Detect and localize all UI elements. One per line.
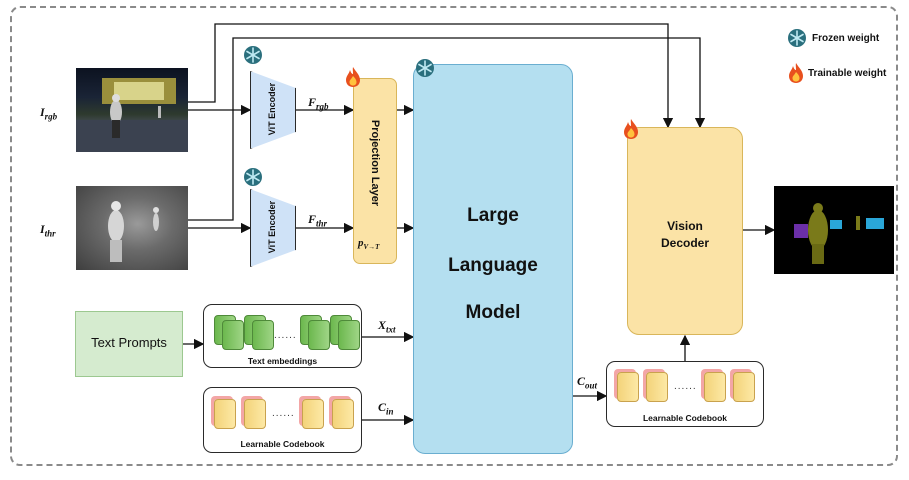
x-txt-symbol: X xyxy=(378,318,387,332)
codebook-token xyxy=(214,399,236,429)
embedding-token xyxy=(338,320,360,350)
c-in-symbol: C xyxy=(378,400,387,414)
codebook-token xyxy=(704,372,726,402)
codebook-token xyxy=(617,372,639,402)
codebook-token xyxy=(332,399,354,429)
codebook-token xyxy=(244,399,266,429)
rgb-input-image xyxy=(76,68,188,152)
vit-encoder-rgb-label: ViT Encoder xyxy=(267,82,277,136)
codebook-token xyxy=(733,372,755,402)
rgb-input-symbol: I xyxy=(40,105,45,119)
feature-rgb-label: Frgb xyxy=(308,95,329,111)
text-prompts-box xyxy=(75,311,183,377)
feature-thr-label: Fthr xyxy=(308,212,327,228)
thr-input-symbol: I xyxy=(40,222,45,236)
large-language-model-block xyxy=(413,64,573,454)
feature-thr-symbol: F xyxy=(308,212,317,226)
segmentation-output-image xyxy=(774,186,894,274)
llm-label-line1: Large xyxy=(467,205,519,226)
projection-layer xyxy=(353,78,397,264)
c-out-symbol: C xyxy=(577,374,586,388)
c-out-sub: out xyxy=(585,380,598,391)
vision-decoder-label-line1: Vision xyxy=(667,219,703,233)
vision-decoder-block xyxy=(627,127,743,335)
llm-label-line3: Model xyxy=(465,302,521,323)
codebook-out-caption: Learnable Codebook xyxy=(642,413,728,423)
feature-thr-sub: thr xyxy=(316,218,328,229)
feature-rgb-symbol: F xyxy=(308,95,317,109)
codebook-out-ellipsis: ...... xyxy=(674,381,697,392)
rgb-input-label: Irgb xyxy=(40,105,57,121)
projection-symbol-main: p xyxy=(358,237,364,249)
vision-decoder-label-line2: Decoder xyxy=(660,236,710,250)
dashed-border xyxy=(10,6,898,466)
legend-frozen-label: Frozen weight xyxy=(812,33,880,44)
snowflake-icon xyxy=(244,46,262,64)
x-txt-label: Xtxt xyxy=(378,318,396,334)
llm-label-line2: Language xyxy=(448,255,538,276)
flame-icon xyxy=(624,119,638,139)
thr-input-sub: thr xyxy=(44,228,56,239)
rgb-input-sub: rgb xyxy=(44,111,58,122)
projection-symbol-sub: V→T xyxy=(363,243,380,252)
thr-input-label: Ithr xyxy=(40,222,56,238)
thermal-input-image xyxy=(76,186,188,270)
snowflake-icon xyxy=(244,168,262,186)
vit-encoder-thr-label: ViT Encoder xyxy=(267,200,277,254)
legend-trainable-label: Trainable weight xyxy=(808,68,887,79)
c-out-label: Cout xyxy=(577,374,597,390)
codebook-token xyxy=(302,399,324,429)
skip-connection-rgb xyxy=(188,23,674,129)
x-txt-sub: txt xyxy=(386,324,396,335)
embedding-ellipsis: ...... xyxy=(274,330,297,341)
flame-icon xyxy=(346,67,360,87)
codebook-in-ellipsis: ...... xyxy=(272,408,295,419)
skip-connection-thr xyxy=(188,37,706,221)
embedding-token xyxy=(222,320,244,350)
codebook-in-caption: Learnable Codebook xyxy=(240,439,325,449)
embedding-token xyxy=(252,320,274,350)
snowflake-icon xyxy=(416,59,434,77)
codebook-token xyxy=(646,372,668,402)
projection-symbol: pV→T xyxy=(358,237,379,251)
feature-rgb-sub: rgb xyxy=(316,101,329,112)
text-embeddings-caption: Text embeddings xyxy=(247,356,318,366)
c-in-label: Cin xyxy=(378,400,394,416)
legend-snowflake-icon xyxy=(788,29,806,47)
projection-layer-label: Projection Layer xyxy=(369,119,381,207)
legend-flame-icon xyxy=(789,63,803,83)
text-prompts-label: Text Prompts xyxy=(91,335,167,350)
c-in-sub: in xyxy=(386,406,394,417)
embedding-token xyxy=(308,320,330,350)
